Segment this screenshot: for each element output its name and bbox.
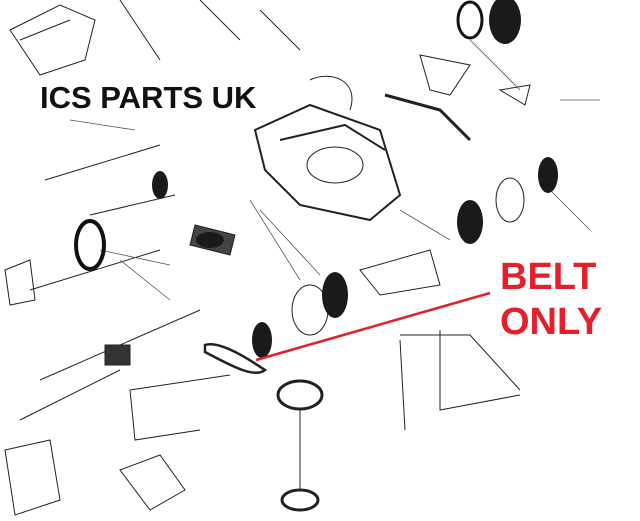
wheel	[74, 219, 106, 271]
annotation-line-2: ONLY	[500, 301, 603, 343]
handle	[119, 0, 301, 61]
wheel	[322, 272, 348, 318]
wheel	[538, 157, 558, 193]
annotation-line-1: BELT	[500, 256, 597, 298]
brand-watermark: ICS PARTS UK	[40, 80, 257, 115]
wheel	[252, 322, 272, 358]
drive-belt	[203, 342, 268, 375]
mower-deck	[253, 103, 402, 222]
wheel	[457, 200, 483, 244]
wheel	[152, 171, 168, 199]
wheel	[489, 0, 521, 44]
callout-line	[255, 291, 491, 362]
grass-bag	[9, 4, 96, 76]
